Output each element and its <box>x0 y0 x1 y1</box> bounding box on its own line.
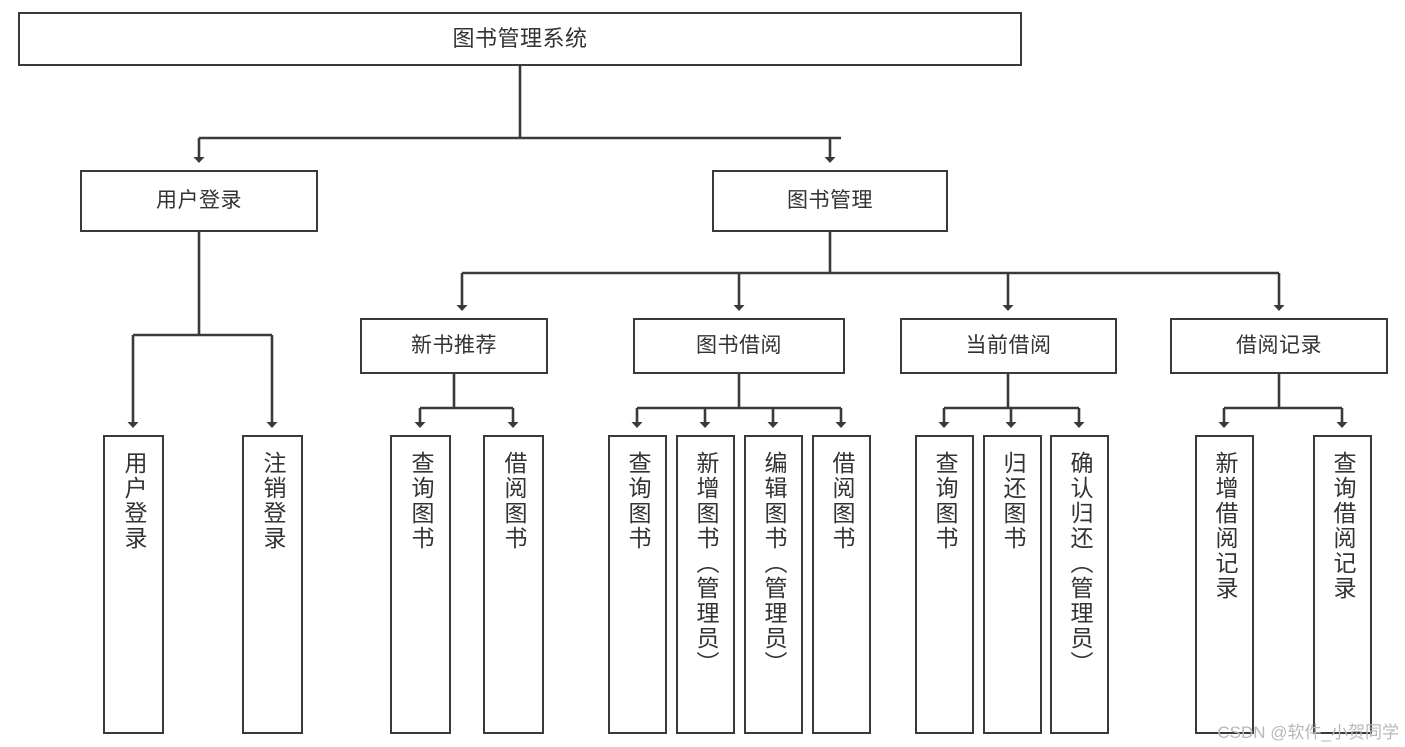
node-leaf-return-book[interactable]: 归还图书 <box>983 435 1042 734</box>
node-leaf-borrow-book-1[interactable]: 借阅图书 <box>483 435 544 734</box>
node-leaf-add-book-label: 新增图书（管理员） <box>693 451 719 676</box>
node-leaf-query-book-3[interactable]: 查询图书 <box>915 435 974 734</box>
node-leaf-user-login[interactable]: 用户登录 <box>103 435 164 734</box>
node-leaf-borrow-book-2[interactable]: 借阅图书 <box>812 435 871 734</box>
node-leaf-query-record[interactable]: 查询借阅记录 <box>1313 435 1372 734</box>
node-leaf-query-book-2-label: 查询图书 <box>625 451 651 551</box>
node-leaf-borrow-book-1-label: 借阅图书 <box>501 451 527 551</box>
node-leaf-query-book-2[interactable]: 查询图书 <box>608 435 667 734</box>
node-leaf-edit-book-label: 编辑图书（管理员） <box>761 451 787 676</box>
node-leaf-add-record[interactable]: 新增借阅记录 <box>1195 435 1254 734</box>
node-current-borrow[interactable]: 当前借阅 <box>900 318 1117 374</box>
node-leaf-edit-book[interactable]: 编辑图书（管理员） <box>744 435 803 734</box>
node-book-manage-label: 图书管理 <box>787 188 873 212</box>
node-leaf-query-book-1-label: 查询图书 <box>408 451 434 551</box>
node-borrow-record[interactable]: 借阅记录 <box>1170 318 1388 374</box>
node-leaf-logout[interactable]: 注销登录 <box>242 435 303 734</box>
node-leaf-add-record-label: 新增借阅记录 <box>1212 451 1238 601</box>
node-leaf-logout-label: 注销登录 <box>260 451 286 551</box>
node-user-login-label: 用户登录 <box>156 188 242 212</box>
node-leaf-add-book[interactable]: 新增图书（管理员） <box>676 435 735 734</box>
node-leaf-query-book-1[interactable]: 查询图书 <box>390 435 451 734</box>
node-leaf-query-record-label: 查询借阅记录 <box>1330 451 1356 601</box>
node-new-book-recommend[interactable]: 新书推荐 <box>360 318 548 374</box>
node-leaf-confirm-return[interactable]: 确认归还（管理员） <box>1050 435 1109 734</box>
node-book-manage[interactable]: 图书管理 <box>712 170 948 232</box>
node-root[interactable]: 图书管理系统 <box>18 12 1022 66</box>
node-book-borrow[interactable]: 图书借阅 <box>633 318 845 374</box>
node-root-label: 图书管理系统 <box>452 26 588 52</box>
node-book-borrow-label: 图书借阅 <box>696 333 782 357</box>
node-borrow-record-label: 借阅记录 <box>1236 333 1322 357</box>
node-user-login[interactable]: 用户登录 <box>80 170 318 232</box>
csdn-watermark: CSDN @软件_小贺同学 <box>1217 723 1399 742</box>
node-leaf-user-login-label: 用户登录 <box>121 451 147 551</box>
node-current-borrow-label: 当前借阅 <box>965 333 1052 357</box>
node-leaf-confirm-return-label: 确认归还（管理员） <box>1067 451 1093 676</box>
node-leaf-query-book-3-label: 查询图书 <box>932 451 958 551</box>
node-new-book-recommend-label: 新书推荐 <box>411 333 497 357</box>
node-leaf-return-book-label: 归还图书 <box>1000 451 1026 551</box>
node-leaf-borrow-book-2-label: 借阅图书 <box>829 451 855 551</box>
